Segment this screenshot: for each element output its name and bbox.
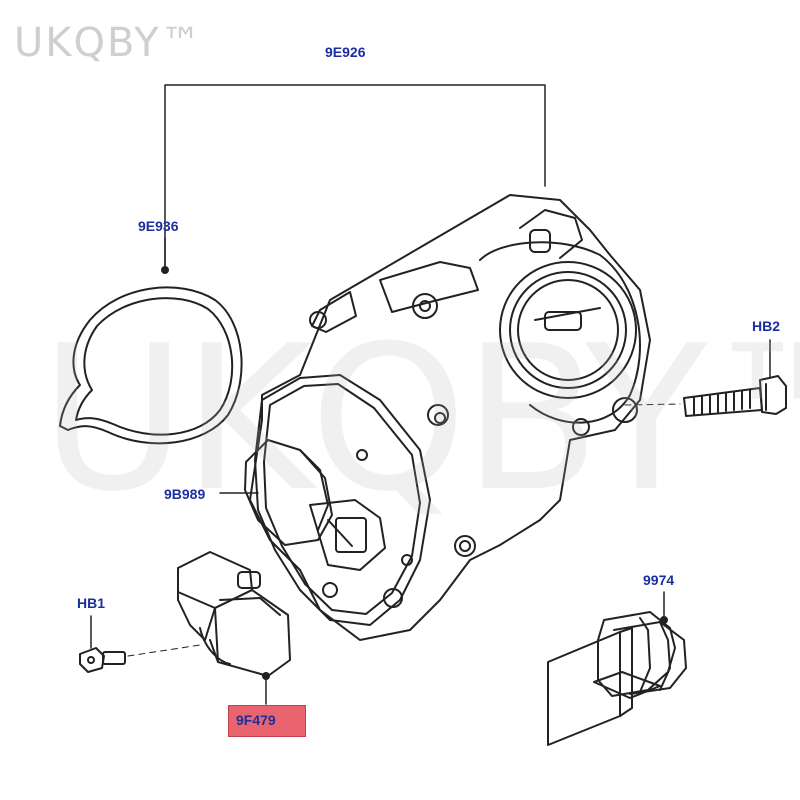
assembly-lines xyxy=(127,403,681,657)
bolt-hb2 xyxy=(683,375,787,417)
callout-hb2: HB2 xyxy=(752,318,781,334)
brand-watermark: UKQBY™ xyxy=(14,20,203,66)
connector-seal xyxy=(547,611,687,746)
callout-hb1: HB1 xyxy=(77,595,106,611)
gasket-ring xyxy=(59,266,243,445)
callout-9e936: 9E936 xyxy=(138,218,179,234)
callout-9b989: 9B989 xyxy=(164,486,206,502)
highlight-box xyxy=(228,705,306,737)
position-sensor xyxy=(177,551,291,680)
leader-lines xyxy=(90,84,771,705)
callout-9e926: 9E926 xyxy=(325,44,366,60)
callout-9974: 9974 xyxy=(643,572,675,588)
motor-cover xyxy=(244,374,431,626)
background-watermark: UKQBY™ xyxy=(40,303,800,536)
bolt-hb1 xyxy=(79,647,126,673)
callout-9f479: 9F479 xyxy=(236,712,276,728)
